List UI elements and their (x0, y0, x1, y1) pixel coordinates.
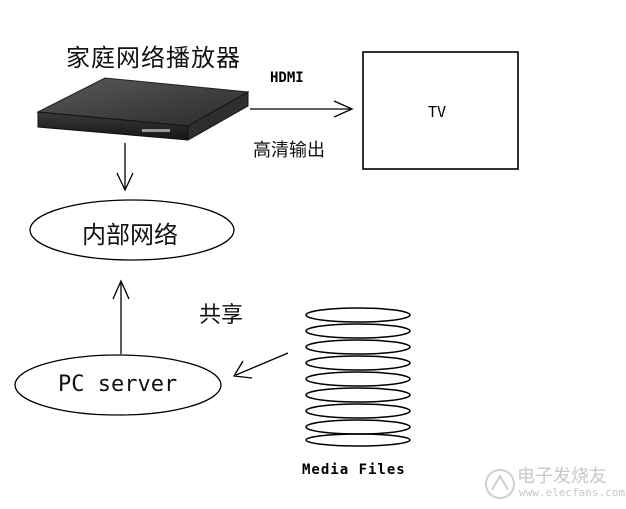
watermark-logo-icon (485, 469, 515, 499)
tv-box (362, 51, 519, 170)
media-files-stack (305, 307, 411, 447)
share-label: 共享 (199, 303, 244, 328)
internal-network-ellipse (29, 199, 235, 261)
device-to-network-arrow (116, 143, 134, 192)
hdmi-arrow (250, 100, 354, 118)
internal-network-label: 内部网络 (82, 221, 178, 249)
tv-label: TV (428, 103, 447, 121)
watermark-url: www.elecfans.com (519, 486, 625, 499)
watermark-cn: 电子发烧友 (517, 466, 607, 487)
hdmi-label: HDMI (270, 70, 304, 86)
pc-to-network-arrow (112, 279, 130, 354)
pc-server-label: PC server (58, 372, 178, 397)
network-player-device (36, 77, 250, 141)
hd-output-label: 高清输出 (253, 140, 325, 161)
media-files-label: Media Files (302, 462, 406, 478)
media-to-pc-arrow (232, 352, 289, 379)
pc-server-ellipse (14, 354, 222, 416)
device-label: 家庭网络播放器 (66, 44, 241, 72)
